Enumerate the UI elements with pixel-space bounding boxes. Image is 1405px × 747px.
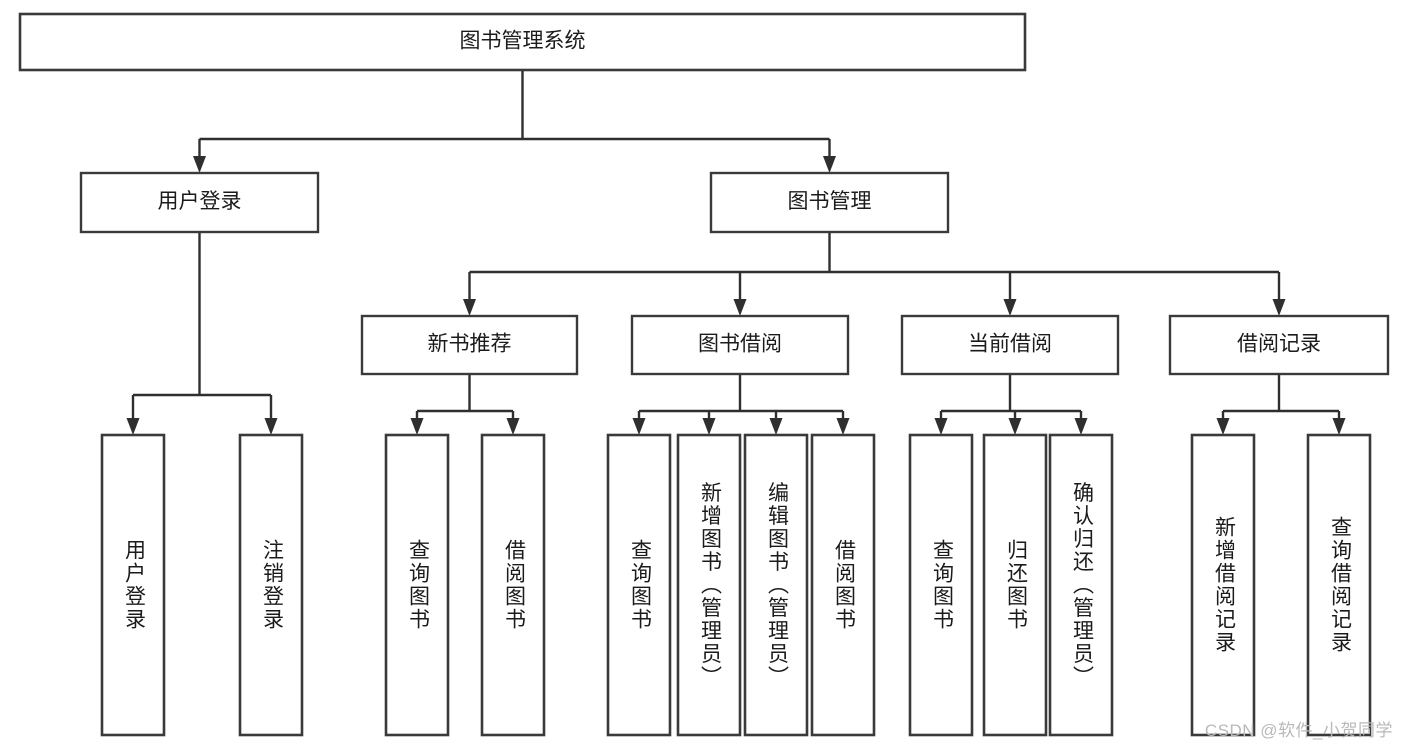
- arrow-head-record-to-add: [1216, 418, 1230, 435]
- arrow-head-root-to-book-manage: [823, 156, 836, 173]
- node-box-leaf-query-book-bor[interactable]: [606, 433, 672, 737]
- node-box-leaf-user-login[interactable]: [100, 433, 166, 737]
- node-leaf-add-book-admin[interactable]: 新增图书（管理员）: [676, 433, 742, 737]
- node-label-leaf-confirm-return-admin: 确认归还（管理员）: [1070, 482, 1094, 689]
- node-box-book-manage[interactable]: [709, 171, 950, 234]
- node-label-book-borrow: 图书借阅: [698, 333, 782, 356]
- node-leaf-query-record[interactable]: 查询借阅记录: [1306, 433, 1372, 737]
- node-book-borrow[interactable]: 图书借阅: [630, 314, 850, 376]
- node-label-borrow-record: 借阅记录: [1237, 333, 1321, 356]
- node-current-borrow[interactable]: 当前借阅: [900, 314, 1120, 376]
- arrow-head-current-to-return: [1008, 418, 1022, 435]
- node-leaf-query-book-rec[interactable]: 查询图书: [384, 433, 450, 737]
- node-leaf-user-logout[interactable]: 注销登录: [238, 433, 304, 737]
- node-layer: 图书管理系统用户登录图书管理新书推荐图书借阅当前借阅借阅记录用户登录注销登录查询…: [18, 12, 1390, 737]
- node-leaf-edit-book-admin[interactable]: 编辑图书（管理员）: [743, 433, 809, 737]
- node-label-new-book-rec: 新书推荐: [428, 333, 512, 356]
- node-label-leaf-query-book-bor: 查询图书: [628, 539, 652, 631]
- node-box-user-login[interactable]: [79, 171, 320, 234]
- node-leaf-query-book-bor[interactable]: 查询图书: [606, 433, 672, 737]
- connector-layer: [126, 70, 1346, 435]
- node-label-leaf-add-book-admin: 新增图书（管理员）: [698, 482, 722, 689]
- arrow-head-current-to-confirm: [1074, 418, 1088, 435]
- node-box-current-borrow[interactable]: [900, 314, 1120, 376]
- node-user-login[interactable]: 用户登录: [79, 171, 320, 234]
- node-box-leaf-return-book[interactable]: [982, 433, 1048, 737]
- node-box-leaf-user-logout[interactable]: [238, 433, 304, 737]
- arrow-head-user-login-to-leaf-logout: [264, 418, 278, 435]
- arrow-head-borrow-to-add-admin: [702, 418, 716, 435]
- node-box-borrow-record[interactable]: [1168, 314, 1390, 376]
- node-leaf-borrow-book-bor[interactable]: 借阅图书: [810, 433, 876, 737]
- node-label-book-manage: 图书管理: [788, 190, 872, 213]
- arrow-head-new-book-to-query: [410, 418, 424, 435]
- node-leaf-confirm-return-admin[interactable]: 确认归还（管理员）: [1048, 433, 1114, 737]
- node-box-leaf-borrow-book-rec[interactable]: [480, 433, 546, 737]
- node-label-leaf-user-login: 用户登录: [122, 539, 146, 631]
- node-leaf-add-record[interactable]: 新增借阅记录: [1190, 433, 1256, 737]
- node-book-manage[interactable]: 图书管理: [709, 171, 950, 234]
- node-leaf-return-book[interactable]: 归还图书: [982, 433, 1048, 737]
- node-leaf-query-book-cur[interactable]: 查询图书: [908, 433, 974, 737]
- node-label-leaf-return-book: 归还图书: [1004, 539, 1028, 631]
- arrow-head-book-manage-to-new-book: [463, 299, 476, 316]
- node-box-leaf-borrow-book-bor[interactable]: [810, 433, 876, 737]
- node-leaf-borrow-book-rec[interactable]: 借阅图书: [480, 433, 546, 737]
- arrow-head-user-login-to-leaf-login: [126, 418, 140, 435]
- node-label-leaf-query-book-rec: 查询图书: [406, 539, 430, 631]
- node-label-leaf-borrow-book-bor: 借阅图书: [832, 539, 856, 631]
- arrow-head-borrow-to-edit-admin: [769, 418, 783, 435]
- arrow-head-record-to-query: [1332, 418, 1346, 435]
- arrow-head-borrow-to-query: [632, 418, 646, 435]
- node-box-leaf-query-book-rec[interactable]: [384, 433, 450, 737]
- node-box-leaf-edit-book-admin[interactable]: [743, 433, 809, 737]
- node-borrow-record[interactable]: 借阅记录: [1168, 314, 1390, 376]
- arrow-head-book-manage-to-borrow: [733, 299, 747, 316]
- arrow-head-borrow-to-borrow-book: [836, 418, 850, 435]
- arrow-head-new-book-to-borrow: [506, 418, 520, 435]
- node-label-leaf-query-record: 查询借阅记录: [1328, 516, 1352, 654]
- node-label-leaf-edit-book-admin: 编辑图书（管理员）: [765, 482, 789, 689]
- node-label-leaf-borrow-book-rec: 借阅图书: [502, 539, 526, 631]
- node-label-leaf-user-logout: 注销登录: [260, 539, 284, 631]
- node-box-book-borrow[interactable]: [630, 314, 850, 376]
- node-label-leaf-query-book-cur: 查询图书: [930, 539, 954, 631]
- node-label-root: 图书管理系统: [460, 30, 586, 53]
- node-new-book-rec[interactable]: 新书推荐: [360, 314, 579, 376]
- node-label-user-login: 用户登录: [158, 190, 242, 213]
- node-box-root[interactable]: [18, 12, 1027, 72]
- arrow-head-root-to-user-login: [193, 156, 206, 173]
- node-leaf-user-login[interactable]: 用户登录: [100, 433, 166, 737]
- node-box-new-book-rec[interactable]: [360, 314, 579, 376]
- node-box-leaf-query-record[interactable]: [1306, 433, 1372, 737]
- node-box-leaf-query-book-cur[interactable]: [908, 433, 974, 737]
- arrow-head-book-manage-to-current: [1003, 299, 1017, 316]
- arrow-head-current-to-query: [934, 418, 948, 435]
- node-box-leaf-add-book-admin[interactable]: [676, 433, 742, 737]
- arrow-head-book-manage-to-record: [1272, 299, 1286, 316]
- node-box-leaf-add-record[interactable]: [1190, 433, 1256, 737]
- node-box-leaf-confirm-return-admin[interactable]: [1048, 433, 1114, 737]
- node-label-current-borrow: 当前借阅: [968, 333, 1052, 356]
- node-root[interactable]: 图书管理系统: [18, 12, 1027, 72]
- csdn-watermark: CSDN @软件_小贺同学: [1204, 721, 1393, 740]
- node-label-leaf-add-record: 新增借阅记录: [1212, 516, 1236, 654]
